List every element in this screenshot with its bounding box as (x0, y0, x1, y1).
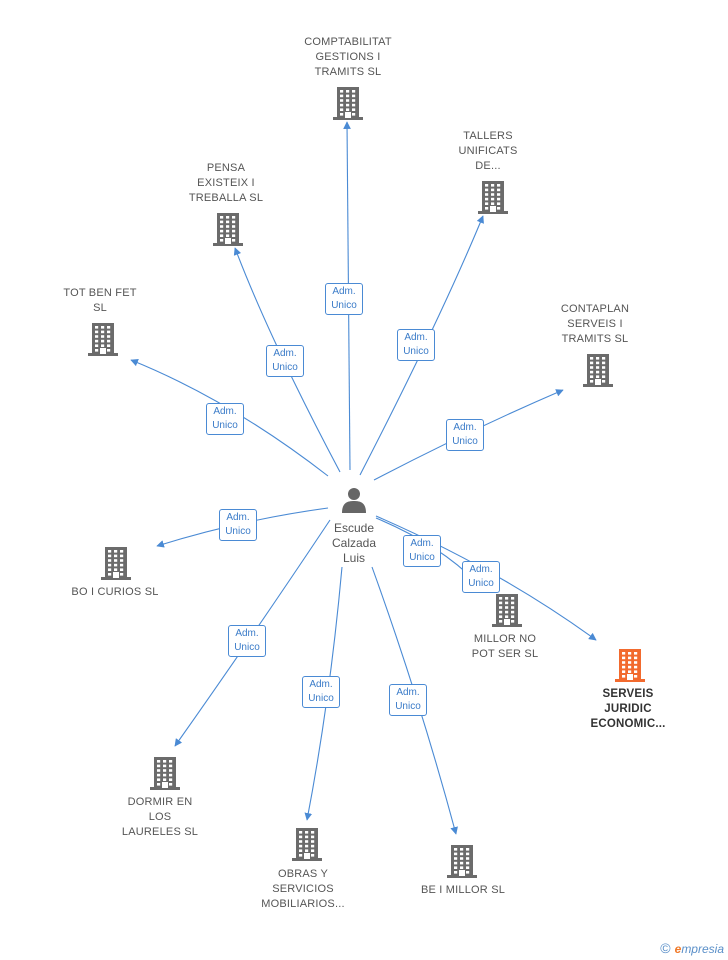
company-name[interactable]: BE I MILLOR SL (420, 884, 506, 896)
brand-initial: e (674, 942, 682, 956)
building-icon (615, 649, 645, 682)
building-icon (150, 757, 180, 790)
role-label: Adm. Unico (219, 509, 257, 541)
company-name[interactable]: TALLERS UNIFICATS DE... (458, 130, 518, 172)
company-name[interactable]: PENSA EXISTEIX I TREBALLA SL (188, 162, 264, 204)
company-name[interactable]: SERVEIS JURIDIC ECONOMIC... (590, 688, 666, 730)
role-label: Adm. Unico (397, 329, 435, 361)
company-name[interactable]: BO I CURIOS SL (71, 586, 159, 598)
role-label: Adm. Unico (206, 403, 244, 435)
role-label: Adm. Unico (403, 535, 441, 567)
role-label: Adm. Unico (266, 345, 304, 377)
building-icon (213, 213, 243, 246)
role-label: Adm. Unico (228, 625, 266, 657)
company-name[interactable]: COMPTABILITAT GESTIONS I TRAMITS SL (304, 36, 392, 78)
role-label: Adm. Unico (462, 561, 500, 593)
building-icon (333, 87, 363, 120)
building-icon (478, 181, 508, 214)
role-label: Adm. Unico (389, 684, 427, 716)
company-name[interactable]: MILLOR NO POT SER SL (471, 633, 539, 660)
company-name[interactable]: CONTAPLAN SERVEIS I TRAMITS SL (560, 303, 630, 345)
person-icon (342, 488, 366, 513)
role-label: Adm. Unico (325, 283, 363, 315)
role-label: Adm. Unico (446, 419, 484, 451)
building-icon (292, 828, 322, 861)
company-name[interactable]: TOT BEN FET SL (63, 287, 137, 314)
building-icon (88, 323, 118, 356)
role-label: Adm. Unico (302, 676, 340, 708)
brand-name: mpresia (681, 942, 724, 956)
building-icon (583, 354, 613, 387)
company-name[interactable]: DORMIR EN LOS LAURELES SL (121, 796, 199, 838)
building-icon (101, 547, 131, 580)
copyright-symbol: © (660, 940, 671, 956)
building-icon (492, 594, 522, 627)
company-name[interactable]: OBRAS Y SERVICIOS MOBILIARIOS... (261, 868, 345, 910)
building-icon (447, 845, 477, 878)
footer-brand: ©empresia (660, 940, 724, 956)
person-name: Escude Calzada Luis (331, 521, 377, 565)
